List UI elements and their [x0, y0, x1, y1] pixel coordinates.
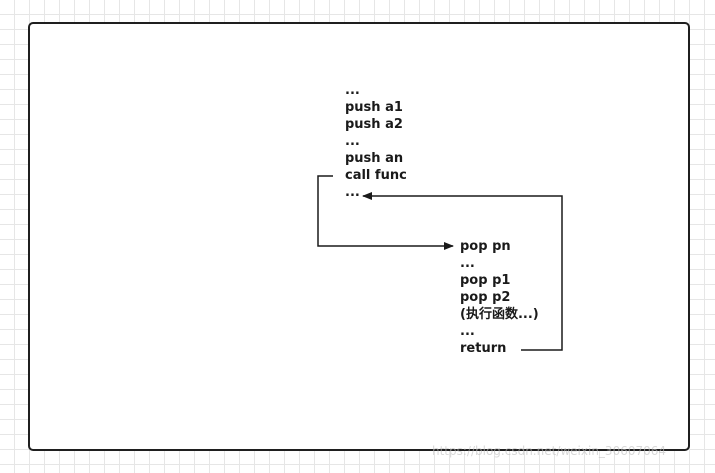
caller-line: push a2: [345, 117, 403, 132]
callee-line: return: [460, 341, 507, 356]
call-arrow: [317, 175, 454, 250]
callee-line: pop p1: [460, 273, 511, 288]
callee-line: ...: [460, 324, 475, 339]
callee-line: (执行函数...): [460, 307, 539, 322]
callee-line: pop pn: [460, 239, 511, 254]
watermark-text: https://blog.csdn.net/weixin_30607064: [432, 444, 667, 458]
caller-line: ...: [345, 134, 360, 149]
diagram-frame: [28, 22, 690, 451]
caller-line: push an: [345, 151, 404, 166]
caller-line: ...: [345, 83, 360, 98]
callee-line: ...: [460, 256, 475, 271]
caller-code-block: ... push a1 push a2 ... push an call fun…: [345, 82, 407, 201]
caller-line: ...: [345, 185, 360, 200]
return-arrow: [362, 192, 563, 351]
caller-line: call func: [345, 168, 407, 183]
callee-line: pop p2: [460, 290, 511, 305]
caller-line: push a1: [345, 100, 403, 115]
callee-code-block: pop pn ... pop p1 pop p2 (执行函数...) ... r…: [460, 238, 539, 357]
